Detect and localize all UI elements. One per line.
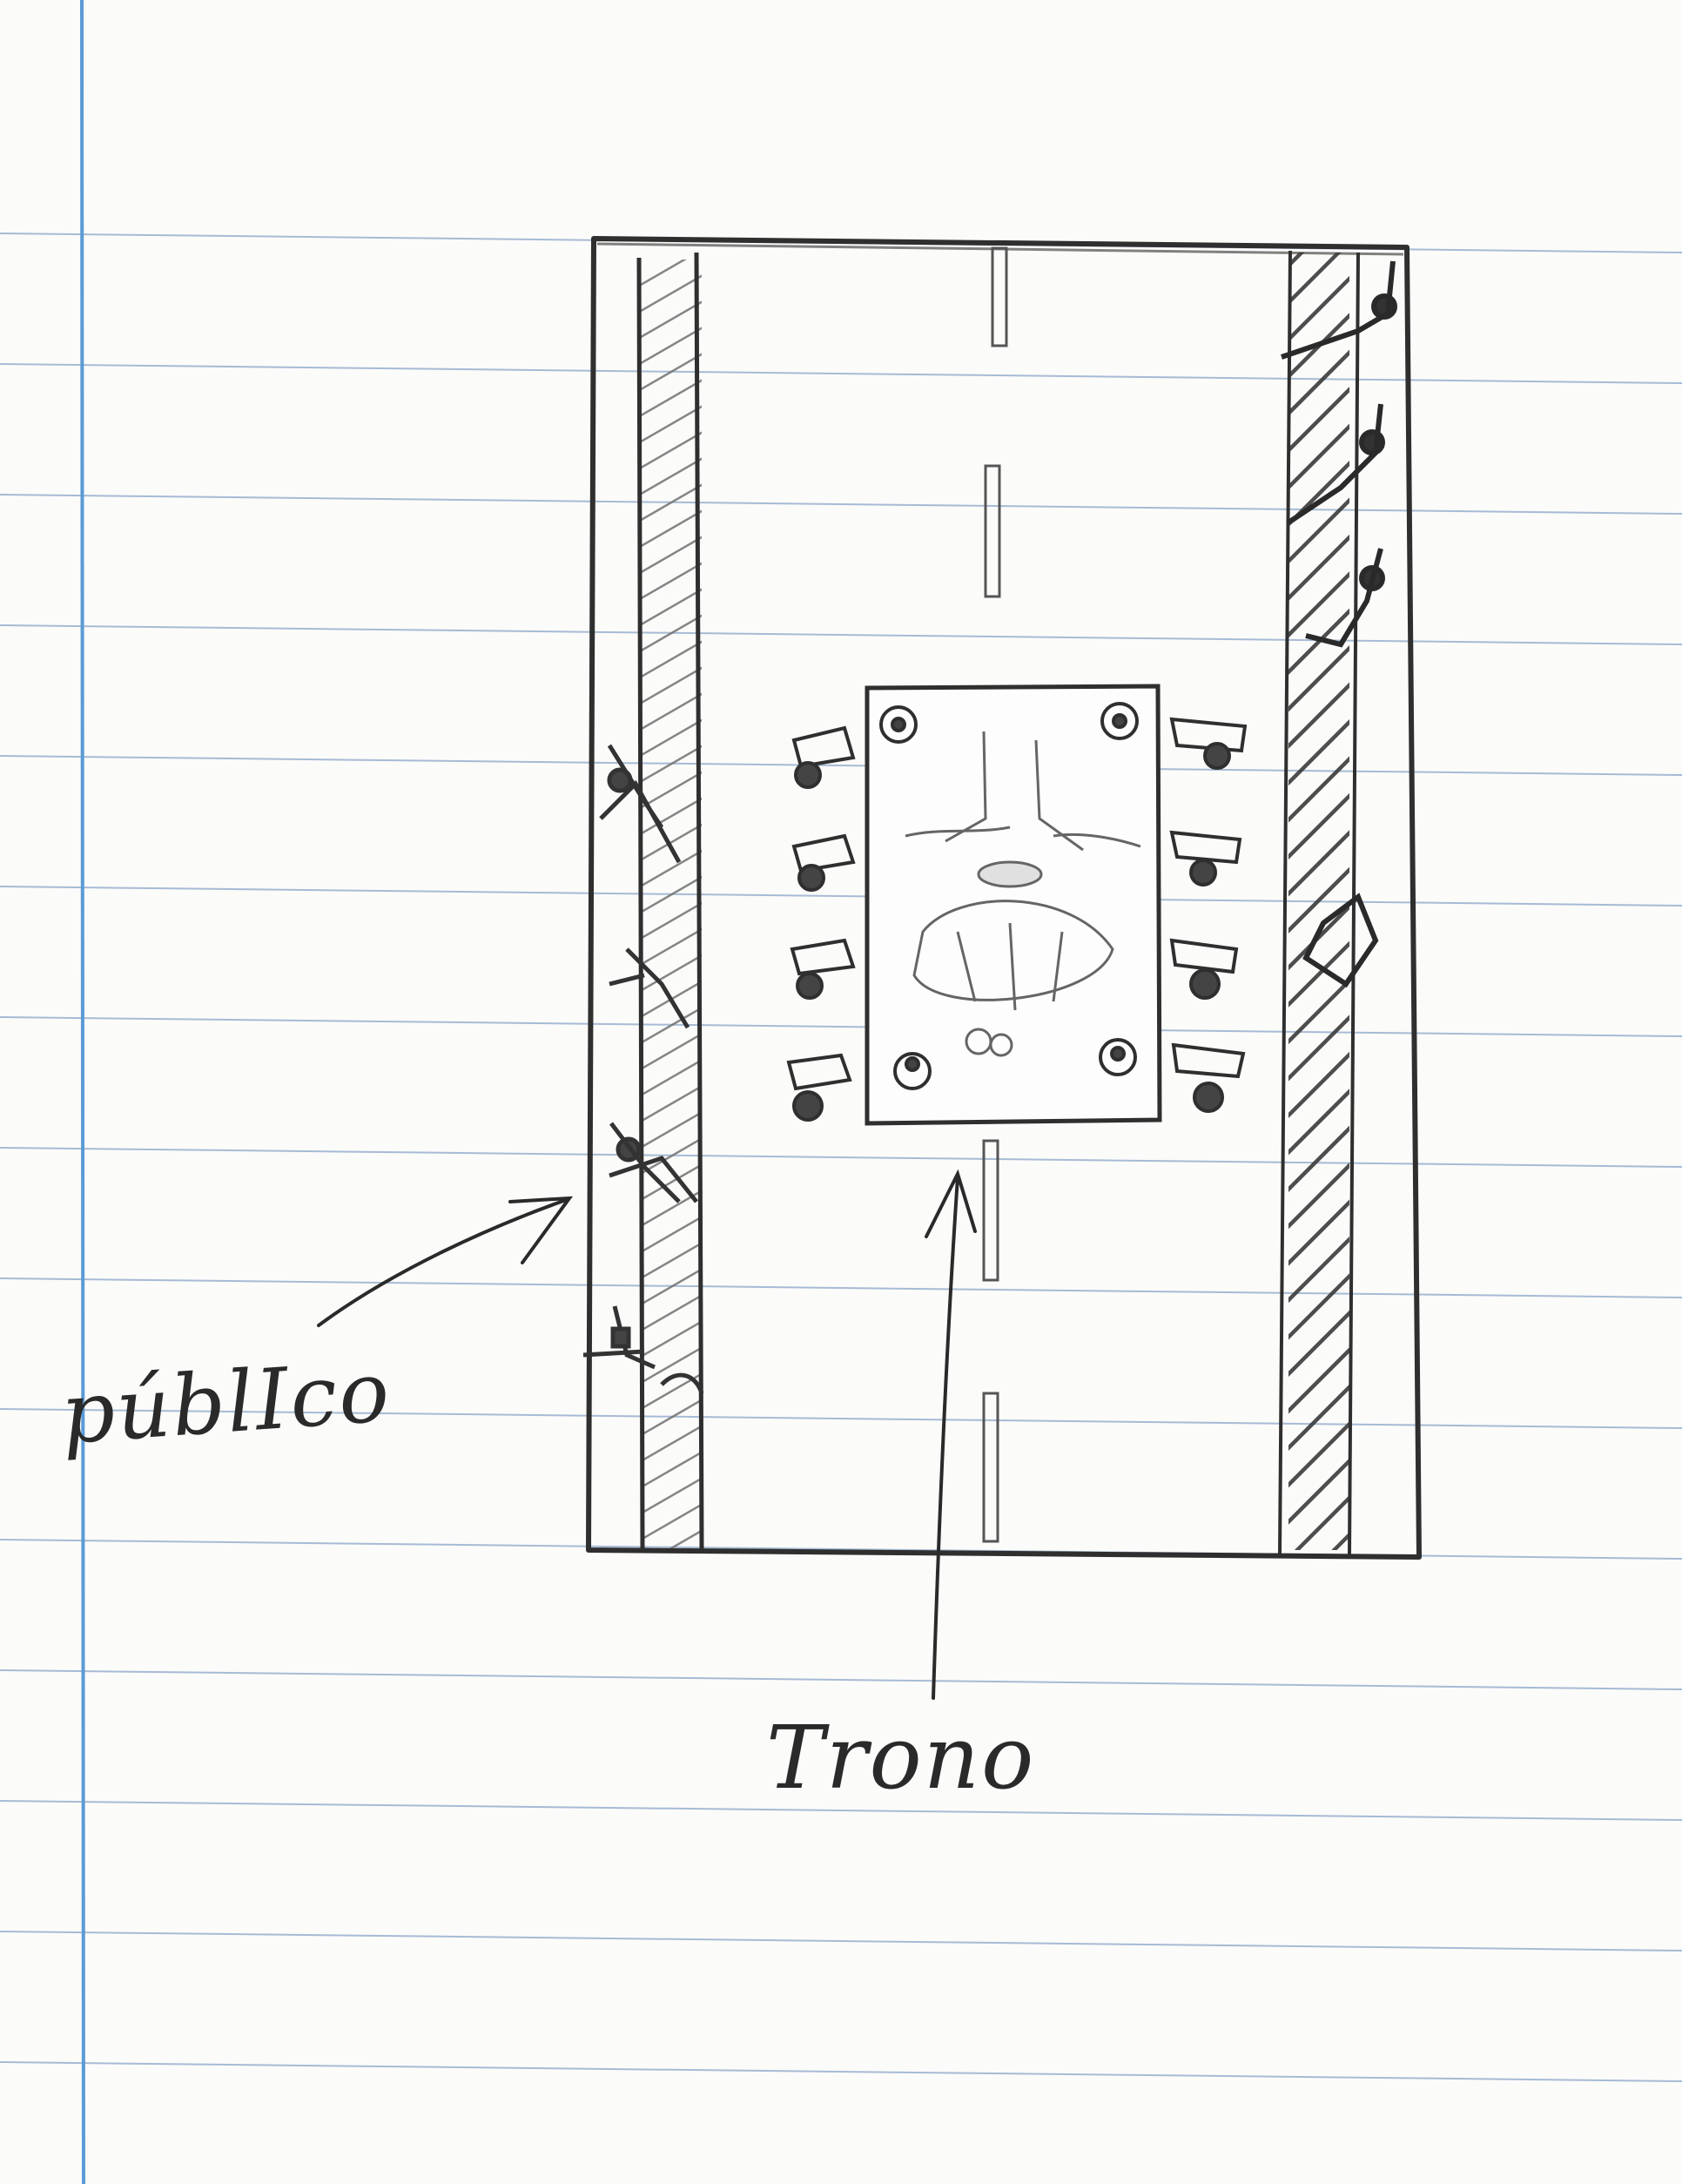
left-audience-strip bbox=[639, 253, 702, 1550]
margin-line bbox=[82, 0, 84, 2184]
right-spotlights bbox=[1172, 719, 1245, 1111]
trono-label: Trono bbox=[766, 1707, 1035, 1809]
left-spotlights bbox=[789, 728, 853, 1120]
throne-stage bbox=[867, 686, 1160, 1123]
publico-arrow bbox=[319, 1198, 569, 1325]
trono-arrow bbox=[926, 1174, 975, 1698]
